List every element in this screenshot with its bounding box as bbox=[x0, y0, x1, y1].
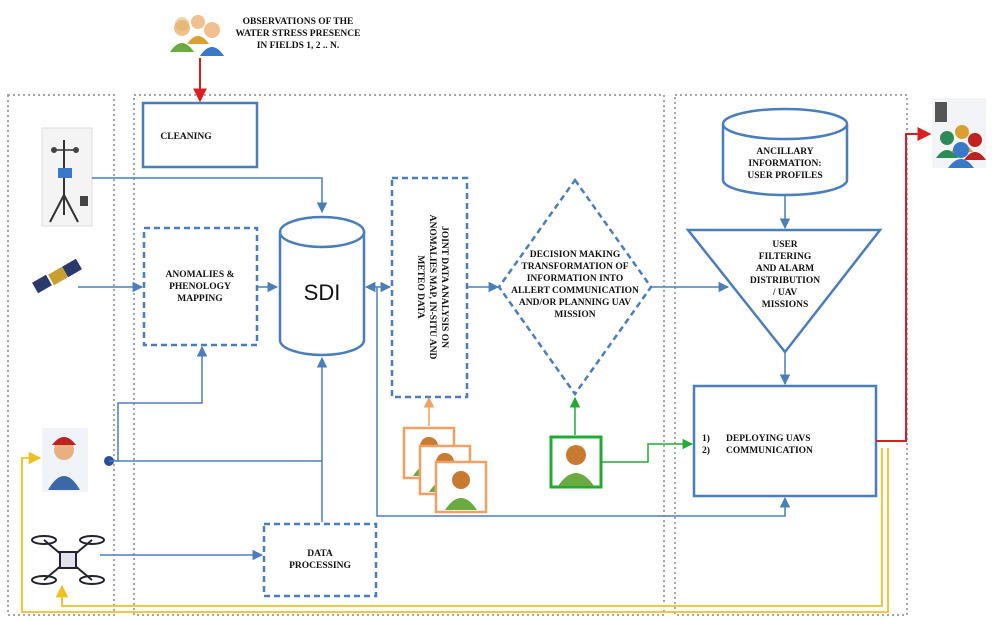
deploying-line2: COMMUNICATION bbox=[726, 446, 813, 456]
ancillary-line1: ANCILLARY bbox=[756, 147, 813, 157]
filtering-line6: MISSIONS bbox=[762, 300, 808, 310]
observations-line2: WATER STRESS PRESENCE bbox=[236, 29, 361, 39]
decision-line4: ALLERT COMMUNICATION bbox=[511, 286, 639, 296]
decision-line3: INFORMATION INTO bbox=[527, 274, 624, 284]
decision-line5: AND/OR PLANNING UAV bbox=[519, 298, 631, 308]
deploying-line1: DEPLOYING UAVS bbox=[726, 434, 811, 444]
anomalies-line1: ANOMALIES & bbox=[166, 270, 235, 280]
processing-line1: DATA bbox=[307, 549, 333, 559]
arrow-expert-deploying bbox=[602, 438, 694, 463]
feedback-drone-loop bbox=[55, 448, 883, 607]
anomalies-box bbox=[142, 226, 259, 347]
arrow-farmer-anomalies bbox=[117, 345, 208, 461]
observations-label: OBSERVATIONS OF THE WATER STRESS PRESENC… bbox=[236, 17, 361, 51]
arrow-deploying-users bbox=[876, 127, 932, 442]
panel-processing bbox=[133, 94, 665, 616]
anomalies-line2: PHENOLOGY bbox=[169, 282, 231, 292]
filtering-line1: USER bbox=[772, 240, 797, 250]
feedback-farmer-loop bbox=[21, 448, 889, 613]
expert-group-icon bbox=[402, 426, 488, 514]
observations-line1: OBSERVATIONS OF THE bbox=[243, 17, 354, 27]
people-group-icon bbox=[170, 15, 224, 56]
observations-line3: IN FIELDS 1, 2 .. N. bbox=[257, 41, 340, 51]
expert-icon bbox=[549, 435, 603, 489]
panel-sources bbox=[7, 94, 115, 616]
drone-icon bbox=[31, 535, 105, 585]
joint-line1: JOINT DATA ANALYSIS ON bbox=[439, 226, 449, 348]
decision-diamond bbox=[497, 177, 653, 397]
filtering-line2: FILTERING bbox=[759, 252, 812, 262]
joint-line3: METEO DATA bbox=[415, 255, 425, 318]
data-processing-box bbox=[262, 522, 378, 598]
ancillary-line3: USER PROFILES bbox=[747, 171, 822, 181]
cleaning-box bbox=[141, 101, 259, 169]
decision-line2: TRANSFORMATION OF bbox=[521, 262, 628, 272]
sdi-label: SDI bbox=[304, 280, 341, 305]
processing-line2: PROCESSING bbox=[289, 561, 351, 571]
filtering-line4: DISTRIBUTION bbox=[750, 276, 820, 286]
ancillary-database bbox=[721, 107, 849, 197]
deploying-num1: 1) bbox=[702, 433, 710, 444]
filtering-line5: / UAV bbox=[772, 288, 798, 298]
cleaning-label: CLEANING bbox=[160, 132, 212, 142]
sdi-database bbox=[278, 215, 366, 357]
satellite-icon bbox=[32, 258, 82, 294]
decision-line1: DECISION MAKING bbox=[530, 250, 621, 260]
decision-line6: MISSION bbox=[554, 310, 595, 320]
anomalies-line3: MAPPING bbox=[177, 294, 223, 304]
joint-line2: ANOMALIES MAP, IN-SITU AND bbox=[427, 215, 437, 360]
filtering-line3: AND ALARM bbox=[756, 264, 814, 274]
users-network-icon bbox=[932, 98, 986, 168]
weather-station-icon bbox=[41, 127, 93, 227]
arrow-sdi-deploying bbox=[376, 287, 791, 517]
filtering-triangle bbox=[685, 228, 883, 355]
farmer-icon bbox=[42, 428, 88, 492]
arrow-station-sdi bbox=[92, 177, 328, 214]
deploying-num2: 2) bbox=[702, 445, 710, 456]
ancillary-line2: INFORMATION: bbox=[748, 159, 821, 169]
